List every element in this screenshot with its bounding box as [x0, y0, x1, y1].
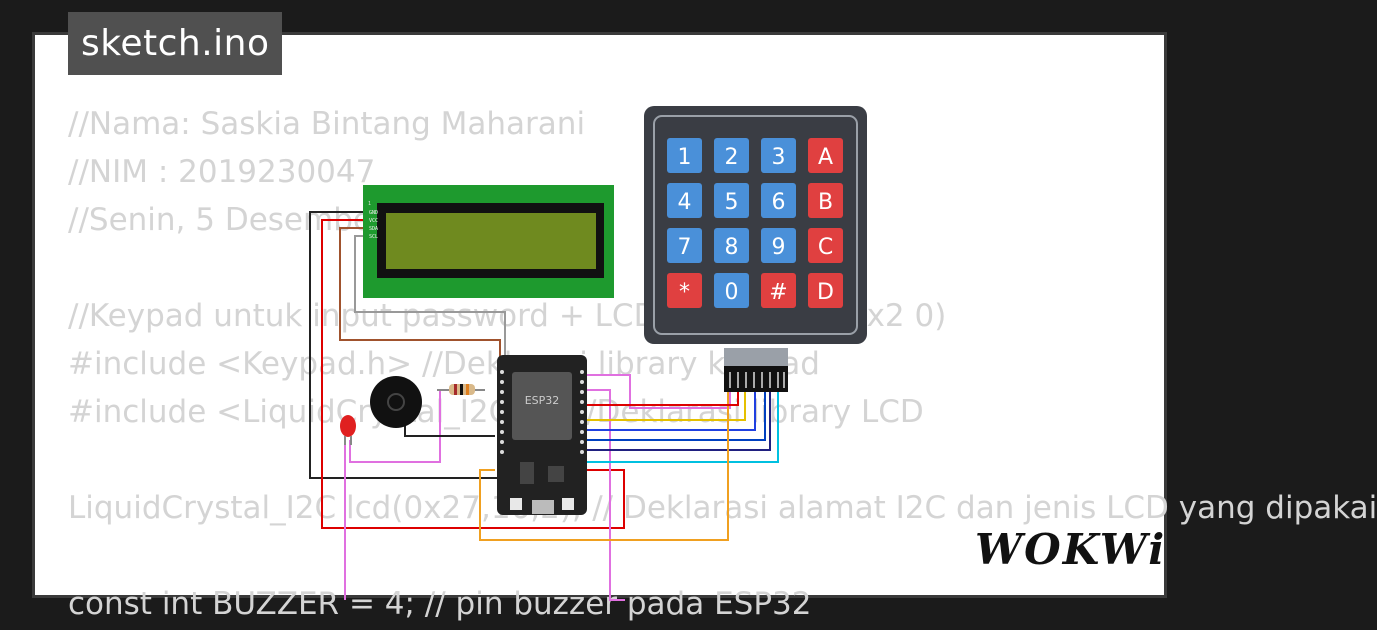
- keypad-key-label: C: [818, 235, 833, 260]
- esp32-board[interactable]: ESP32: [497, 355, 587, 515]
- keypad[interactable]: 1 2 3 A 4 5 6 B 7 8 9 C * 0 # D: [644, 106, 867, 392]
- keypad-key[interactable]: D: [808, 273, 843, 308]
- code-line: #include <Keypad.h> //Deklarasi library …: [68, 346, 820, 382]
- keypad-key[interactable]: 7: [667, 228, 702, 263]
- keypad-key[interactable]: 0: [714, 273, 749, 308]
- keypad-key[interactable]: B: [808, 183, 843, 218]
- keypad-key[interactable]: C: [808, 228, 843, 263]
- keypad-key-label: 6: [772, 190, 786, 215]
- keypad-key-label: 8: [725, 235, 739, 260]
- code-line: //Nama: Saskia Bintang Maharani: [68, 106, 586, 142]
- wokwi-logo: WOKWi: [975, 525, 1167, 574]
- buzzer[interactable]: [370, 376, 422, 428]
- lcd-pin-labels: GND VCC SDA SCL: [369, 210, 378, 240]
- keypad-key-label: 2: [725, 145, 739, 170]
- simulation-canvas[interactable]: [32, 32, 1167, 598]
- wires: [309, 211, 779, 601]
- keypad-key[interactable]: 4: [667, 183, 702, 218]
- resistor[interactable]: [437, 384, 485, 395]
- keypad-key-label: 9: [772, 235, 786, 260]
- keypad-key[interactable]: 9: [761, 228, 796, 263]
- keypad-key[interactable]: *: [667, 273, 702, 308]
- keypad-key[interactable]: 3: [761, 138, 796, 173]
- lcd-pin-label: GND: [369, 210, 378, 216]
- keypad-key[interactable]: 1: [667, 138, 702, 173]
- lcd-pin-label: VCC: [369, 218, 378, 224]
- keypad-key-label: 4: [678, 190, 692, 215]
- led[interactable]: [340, 415, 356, 445]
- keypad-key-label: D: [817, 280, 834, 305]
- keypad-key[interactable]: 8: [714, 228, 749, 263]
- keypad-key-label: 0: [725, 280, 739, 305]
- keypad-key[interactable]: 2: [714, 138, 749, 173]
- lcd-pin-label: SDA: [369, 226, 378, 232]
- lcd-display[interactable]: 1: [363, 185, 614, 298]
- keypad-key[interactable]: A: [808, 138, 843, 173]
- keypad-key-label: 7: [678, 235, 692, 260]
- keypad-key-label: 3: [772, 145, 786, 170]
- circuit-diagram[interactable]: 1 GND VCC SDA SCL 1 2 3 A 4 5 6 B 7 8 9 C * 0 # D ESP32: [0, 0, 1200, 630]
- svg-text:1: 1: [368, 201, 371, 207]
- keypad-key-label: 1: [678, 145, 692, 170]
- file-tab[interactable]: sketch.ino: [68, 12, 283, 75]
- lcd-pin-label: SCL: [369, 234, 378, 240]
- keypad-key[interactable]: 6: [761, 183, 796, 218]
- keypad-key-label: *: [679, 280, 690, 305]
- esp32-label: ESP32: [525, 394, 560, 407]
- code-line: const int BUZZER = 4; // pin buzzer pada…: [68, 586, 812, 622]
- code-line: LiquidCrystal_I2C lcd(0x27,16,2); // Dek…: [68, 490, 1377, 526]
- keypad-key-label: 5: [725, 190, 739, 215]
- keypad-key-label: A: [818, 145, 833, 170]
- keypad-key-label: #: [769, 280, 787, 305]
- keypad-key[interactable]: 5: [714, 183, 749, 218]
- code-line: //NIM : 2019230047: [68, 154, 376, 190]
- keypad-key-label: B: [818, 190, 833, 215]
- keypad-key[interactable]: #: [761, 273, 796, 308]
